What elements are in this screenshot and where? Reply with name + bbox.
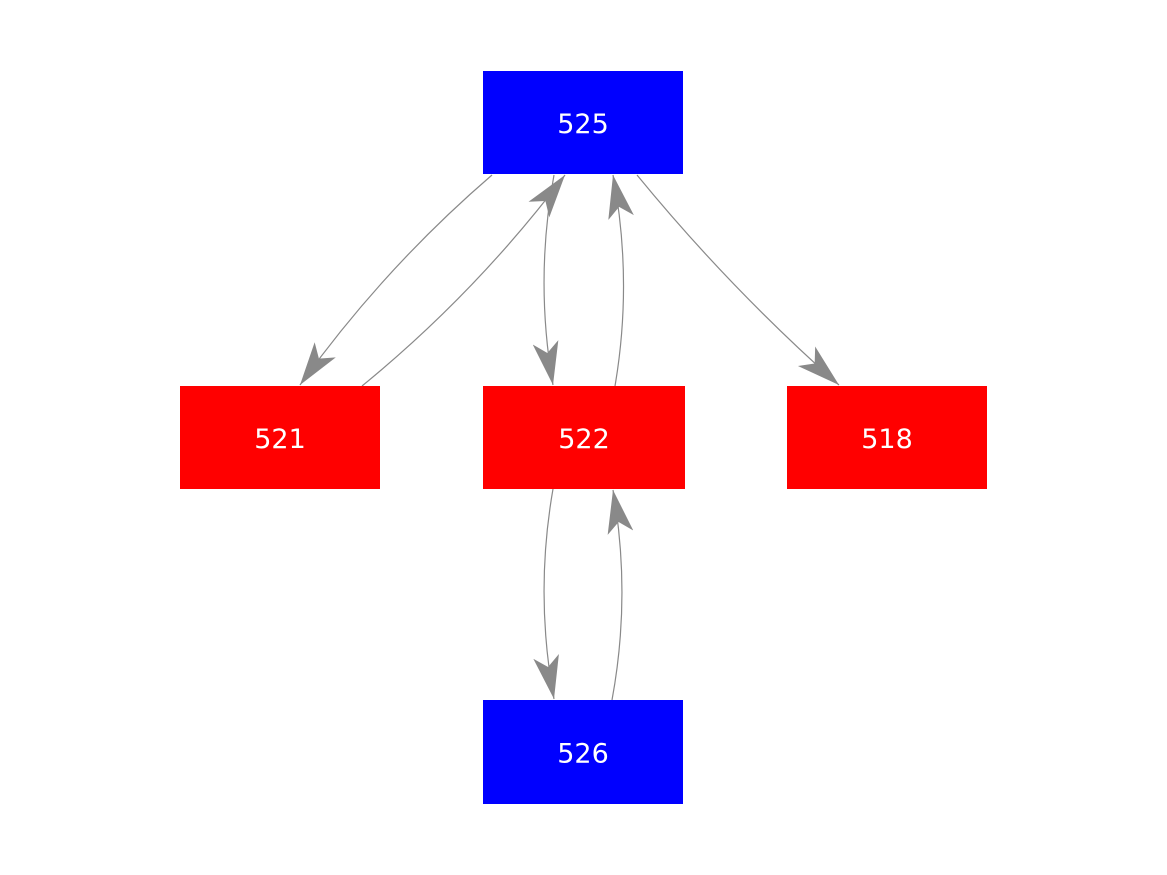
- node-521: 521: [180, 386, 380, 489]
- node-518: 518: [787, 386, 987, 489]
- node-521-box: [180, 386, 380, 489]
- edge-526-to-522: [607, 489, 634, 701]
- node-525: 525: [483, 71, 683, 174]
- edge-521-to-525: [361, 174, 566, 387]
- edge-522-to-526: [533, 488, 559, 700]
- node-525-box: [483, 71, 683, 174]
- edge-525-to-522: [532, 174, 559, 386]
- node-518-box: [787, 386, 987, 489]
- node-522: 522: [483, 386, 685, 489]
- edge-525-to-518: [636, 174, 840, 386]
- node-526-box: [483, 700, 683, 804]
- edge-522-to-525: [608, 174, 634, 387]
- node-522-box: [483, 386, 685, 489]
- node-526: 526: [483, 700, 683, 804]
- edge-525-to-521: [299, 174, 493, 386]
